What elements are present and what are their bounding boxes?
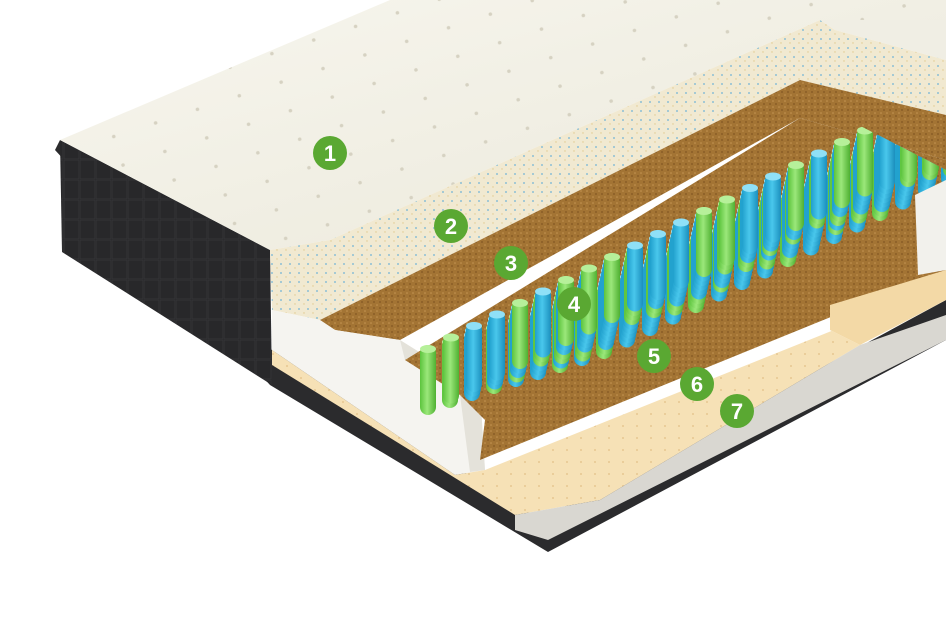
layer-marker-label: 2	[445, 214, 457, 239]
layer-marker-2: 2	[434, 209, 468, 243]
right-cover-block	[915, 180, 946, 275]
pocket-spring	[512, 299, 528, 369]
layer-marker-7: 7	[720, 394, 754, 428]
layer-markers: 1 2 3 4 5 6 7	[313, 136, 754, 428]
pocket-spring	[719, 195, 735, 266]
pocket-spring	[765, 172, 781, 243]
layer-marker-circle	[680, 367, 714, 401]
layer-marker-circle	[313, 136, 347, 170]
layer-marker-circle	[494, 246, 528, 280]
pocket-spring-top	[765, 172, 781, 181]
pocket-spring	[857, 126, 873, 197]
layer-marker-circle	[434, 209, 468, 243]
pocket-spring-top	[512, 299, 528, 307]
pocket-spring-top	[696, 207, 712, 215]
layer-marker-circle	[720, 394, 754, 428]
pocket-spring	[466, 322, 482, 392]
cover-inner-wall	[820, 20, 946, 60]
pocket-spring-top	[834, 138, 850, 146]
pocket-spring-top	[443, 333, 459, 342]
layer-marker-circle	[637, 339, 671, 373]
pocket-spring	[788, 161, 804, 231]
pocket-spring-top	[581, 264, 597, 273]
pocket-spring	[489, 310, 505, 381]
pocket-spring-top	[742, 184, 758, 192]
layer-marker-label: 3	[505, 251, 517, 276]
layer-marker-4: 4	[557, 287, 591, 321]
layer-marker-label: 6	[691, 372, 703, 397]
pocket-spring-top	[627, 241, 643, 250]
pocket-spring	[834, 138, 850, 208]
foam-comfort-layer	[270, 20, 946, 320]
pocket-spring	[696, 207, 712, 277]
layer-marker-5: 5	[637, 339, 671, 373]
pocket-spring	[604, 253, 620, 323]
pocket-spring-top	[811, 149, 827, 158]
pocket-spring-top	[788, 161, 804, 169]
pocket-spring	[420, 345, 436, 415]
layer-marker-3: 3	[494, 246, 528, 280]
pocket-spring	[673, 218, 689, 289]
mattress-side-panel	[60, 140, 272, 385]
layer-marker-6: 6	[680, 367, 714, 401]
base-foam-layer	[515, 315, 946, 540]
pocket-spring	[627, 241, 643, 312]
pocket-spring-top	[466, 322, 482, 330]
layer-marker-1: 1	[313, 136, 347, 170]
layer-marker-label: 4	[568, 292, 581, 317]
pocket-spring	[650, 230, 666, 300]
pocket-spring-top	[719, 195, 735, 204]
pocket-spring-top	[650, 230, 666, 238]
side-panel-shade	[60, 140, 272, 385]
pocket-spring	[811, 149, 827, 220]
pocket-spring-top	[604, 253, 620, 261]
quilted-top-pattern	[60, 0, 946, 250]
pocket-spring	[742, 184, 758, 254]
pocket-spring-top	[489, 310, 505, 319]
latex-step	[830, 270, 946, 345]
pocket-spring-top	[420, 345, 436, 353]
pocket-spring	[443, 333, 459, 404]
cut-front-wall	[272, 310, 485, 475]
coir-layer-top	[320, 80, 946, 340]
pocket-spring	[535, 287, 551, 358]
latex-layer	[272, 285, 946, 515]
pocket-spring-top	[535, 287, 551, 296]
layer-marker-label: 7	[731, 399, 743, 424]
layer-marker-label: 5	[648, 344, 660, 369]
layer-marker-label: 1	[324, 141, 336, 166]
pocket-spring-top	[673, 218, 689, 227]
pocket-spring-top	[558, 276, 574, 284]
layer-marker-circle	[557, 287, 591, 321]
cut-front-wall-shade	[400, 340, 485, 472]
